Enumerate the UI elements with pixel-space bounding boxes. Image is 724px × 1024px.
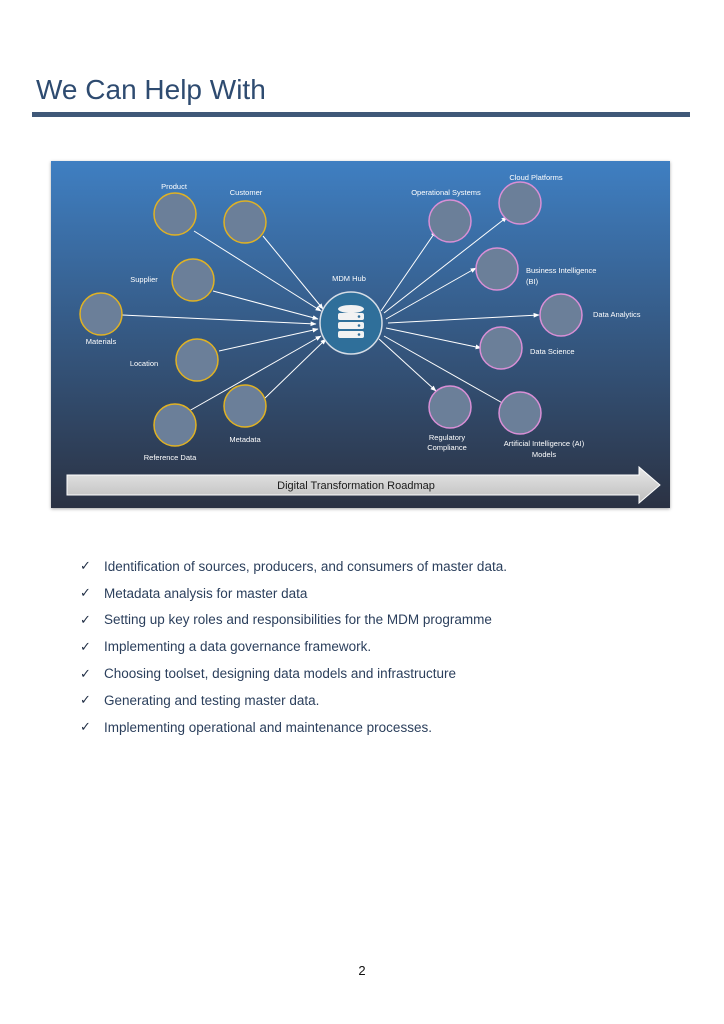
data-science-node: [479, 326, 523, 370]
service-checklist: ✓ Identification of sources, producers, a…: [80, 553, 507, 741]
supplier-node: [171, 258, 215, 302]
checkmark-icon: ✓: [80, 611, 91, 627]
regulatory-compliance-node: [428, 385, 472, 429]
source-connectors: [121, 230, 327, 412]
metadata-node: [223, 384, 267, 428]
list-item-text: Setting up key roles and responsibilitie…: [104, 612, 492, 628]
list-item-text: Implementing operational and maintenance…: [104, 719, 432, 735]
location-node: [175, 338, 219, 382]
source-labels: Product Customer Supplier Materials Loca…: [86, 182, 263, 462]
cloud-platforms-node: [498, 181, 542, 225]
list-item-text: Implementing a data governance framework…: [104, 639, 372, 655]
consumer-label: Business Intelligence: [526, 266, 596, 275]
list-item: ✓ Identification of sources, producers, a…: [80, 553, 507, 580]
list-item-text: Choosing toolset, designing data models …: [104, 666, 456, 682]
list-item: ✓ Generating and testing master data.: [80, 687, 507, 714]
reference-data-node: [153, 403, 197, 447]
source-label: Metadata: [229, 435, 261, 444]
roadmap-arrow: Digital Transformation Roadmap: [66, 465, 661, 505]
list-item: ✓ Implementing operational and maintenanc…: [80, 714, 507, 741]
product-node: [153, 192, 197, 236]
list-item-text: Generating and testing master data.: [104, 692, 320, 708]
consumer-label: Regulatory: [429, 433, 466, 442]
consumer-label-line2: (BI): [526, 277, 539, 286]
operational-systems-node: [428, 199, 472, 243]
source-label: Location: [130, 359, 158, 368]
materials-node: [79, 292, 123, 336]
database-icon: [338, 305, 364, 338]
checkmark-icon: ✓: [80, 692, 91, 708]
consumer-nodes: [428, 181, 583, 435]
roadmap-label: Digital Transformation Roadmap: [277, 480, 435, 492]
source-label: Product: [161, 182, 188, 191]
mdm-hub-diagram: MDM Hub Product Customer Supplier Materi…: [51, 161, 670, 508]
list-item-text: Identification of sources, producers, an…: [104, 558, 507, 574]
source-label: Reference Data: [144, 453, 197, 462]
business-intelligence-node: [475, 247, 519, 291]
list-item: ✓ Setting up key roles and responsibiliti…: [80, 607, 507, 634]
consumer-label: Operational Systems: [411, 188, 481, 197]
consumer-label: Artificial Intelligence (AI): [504, 439, 585, 448]
consumer-label-line2: Compliance: [427, 443, 467, 452]
checkmark-icon: ✓: [80, 558, 91, 574]
page-number: 2: [358, 963, 366, 978]
checkmark-icon: ✓: [80, 585, 91, 601]
list-item: ✓ Implementing a data governance framewor…: [80, 633, 507, 660]
hub-label: MDM Hub: [332, 274, 366, 283]
consumer-labels: Operational Systems Cloud Platforms Busi…: [411, 173, 641, 459]
customer-node: [223, 200, 267, 244]
source-label: Supplier: [130, 275, 158, 284]
consumer-label: Data Science: [530, 347, 575, 356]
consumer-connectors: [378, 216, 540, 406]
list-item: ✓ Choosing toolset, designing data models…: [80, 660, 507, 687]
mdm-hub: MDM Hub: [319, 274, 383, 355]
source-nodes: [79, 192, 267, 447]
source-label: Customer: [230, 188, 263, 197]
page-title: We Can Help With: [36, 74, 266, 105]
checkmark-icon: ✓: [80, 638, 91, 654]
consumer-label-line2: Models: [532, 450, 556, 459]
ai-models-node: [498, 391, 542, 435]
source-label: Materials: [86, 337, 117, 346]
list-item: ✓ Metadata analysis for master data: [80, 580, 507, 607]
consumer-label: Cloud Platforms: [509, 173, 563, 182]
data-analytics-node: [539, 293, 583, 337]
checkmark-icon: ✓: [80, 719, 91, 735]
diagram-canvas: MDM Hub Product Customer Supplier Materi…: [51, 161, 670, 508]
checkmark-icon: ✓: [80, 665, 91, 681]
consumer-label: Data Analytics: [593, 310, 641, 319]
list-item-text: Metadata analysis for master data: [104, 585, 308, 601]
title-divider: [32, 112, 690, 117]
